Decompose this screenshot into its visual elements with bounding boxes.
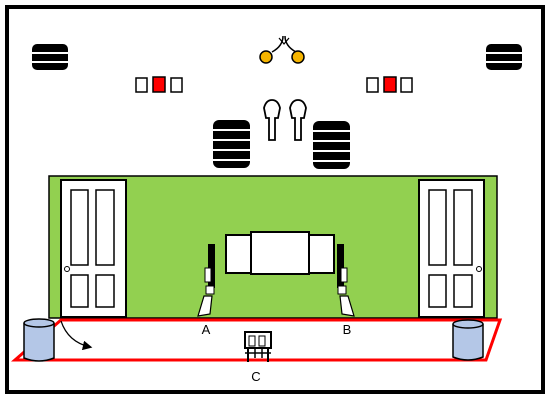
camera-stand-b xyxy=(337,244,355,317)
display-panels xyxy=(225,231,335,275)
chair-icon xyxy=(244,331,272,362)
light-bulb-icon xyxy=(259,35,305,64)
door-icon xyxy=(60,179,127,318)
label-a: A xyxy=(202,322,211,337)
label-c: C xyxy=(251,369,260,384)
trash-can-icon xyxy=(23,318,55,362)
door-swing-arrow xyxy=(60,320,93,351)
speaker-icon xyxy=(32,44,68,70)
speaker-icon xyxy=(213,120,250,168)
microphone-icon xyxy=(263,99,281,141)
speaker-icon xyxy=(313,121,350,169)
indicator-group-left xyxy=(135,76,183,93)
trash-can-icon xyxy=(452,319,484,361)
camera-stand-a xyxy=(197,244,215,317)
microphone-icon xyxy=(289,99,307,141)
label-b: B xyxy=(343,322,352,337)
door-icon xyxy=(418,179,485,318)
indicator-group-right xyxy=(366,76,413,93)
speaker-icon xyxy=(486,44,522,70)
